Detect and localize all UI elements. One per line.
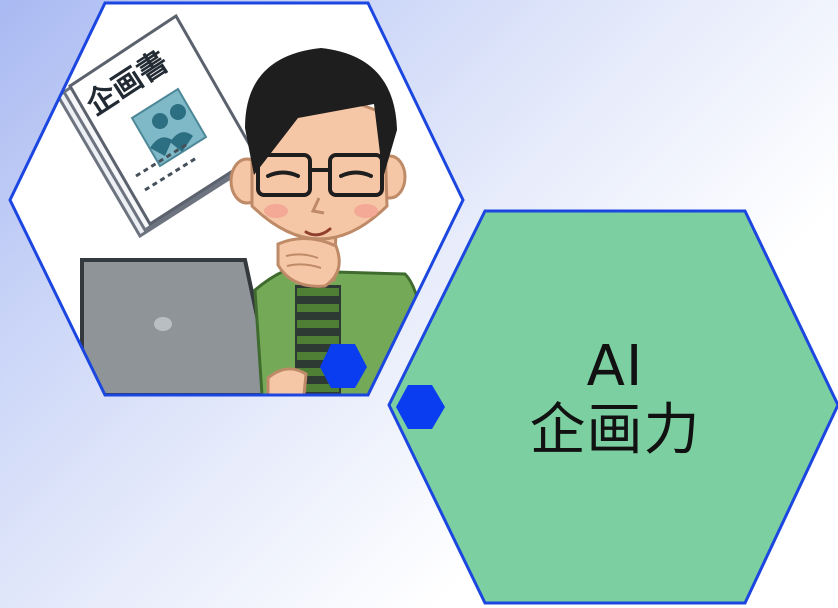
connector-dot-lower	[396, 385, 445, 429]
skill-hexagon	[387, 209, 838, 605]
skill-label-line-1: AI	[586, 334, 644, 399]
illustration-hexagon-border	[8, 1, 465, 397]
laptop	[80, 258, 277, 395]
skill-label-line-2: 企画力	[529, 398, 701, 463]
illustration-hexagon: 企画書	[8, 1, 465, 397]
connector-dot-upper	[320, 344, 367, 388]
thinking-man-illustration: 企画書	[55, 13, 430, 395]
person-head	[229, 48, 407, 241]
skill-label: AI 企画力	[470, 335, 760, 463]
